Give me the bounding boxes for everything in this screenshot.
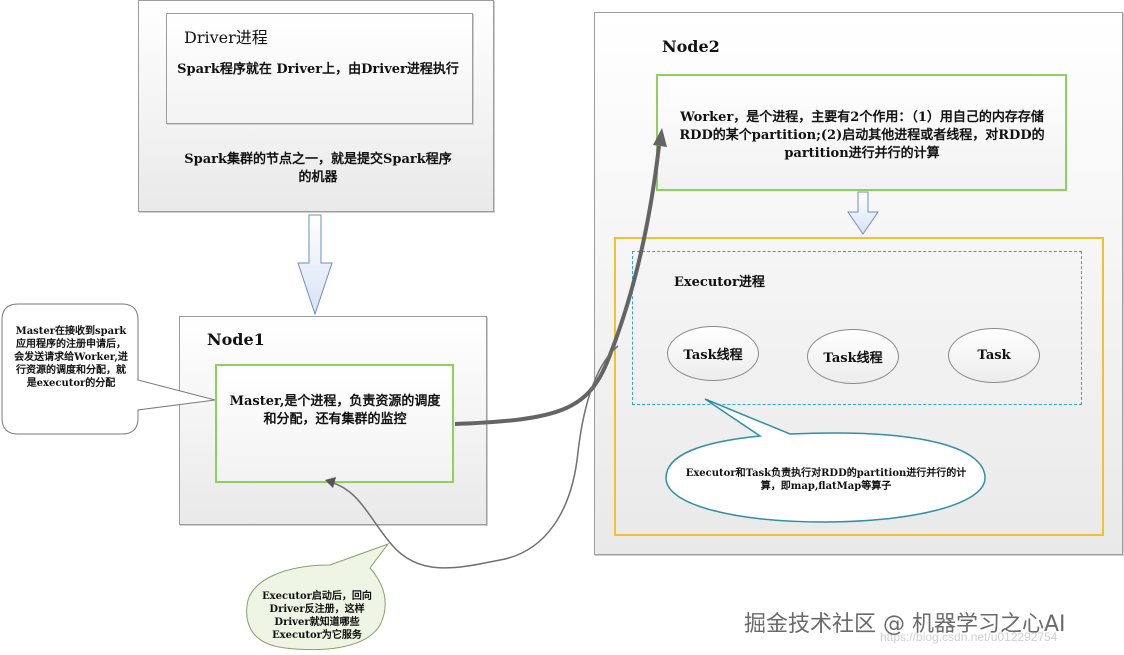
driver-process-text: Spark程序就在 Driver上，由Driver进程执行 bbox=[177, 62, 459, 77]
master-to-worker-arrowhead bbox=[653, 128, 667, 147]
driver-process-title: Driver进程 bbox=[184, 28, 268, 47]
executor-task-callout-shape bbox=[665, 398, 986, 523]
node2-title: Node2 bbox=[662, 37, 720, 56]
executor-register-callout-text: Executor启动后，回向 Driver反注册，这样Driver就知道哪些Ex… bbox=[262, 591, 372, 641]
master-callout-shape bbox=[1, 303, 216, 435]
task-3: Task bbox=[948, 328, 1040, 383]
master-process-text: Master,是个进程，负责资源的调度和分配，还有集群的监控 bbox=[229, 394, 441, 427]
node1-title: Node1 bbox=[207, 330, 265, 349]
worker-process-text: Worker，是个进程，主要有2个作用：（1）用自己的内存存储RDD的某个par… bbox=[679, 110, 1045, 161]
master-callout-text: Master在接收到spark应用程序的注册申请后，会发送请求给Worker,进… bbox=[14, 326, 128, 389]
executor-container-box bbox=[614, 237, 1104, 536]
driver-process-box bbox=[166, 13, 473, 124]
task-thread-2: Task线程 bbox=[807, 329, 899, 384]
master-process-box bbox=[215, 364, 454, 483]
executor-process-box bbox=[632, 251, 1082, 405]
watermark-main: 掘金技术社区 @ 机器学习之心AI bbox=[744, 612, 1066, 637]
worker-to-executor-arrow bbox=[847, 191, 879, 235]
executor-register-arrowhead bbox=[325, 477, 336, 488]
driver-to-node1-arrow bbox=[297, 214, 333, 316]
master-to-worker-arrow bbox=[454, 145, 661, 426]
task-thread-1: Task线程 bbox=[667, 326, 759, 381]
executor-process-title: Executor进程 bbox=[674, 275, 765, 290]
watermark-faint: https://blog.csdn.net/u012292754 bbox=[880, 630, 1058, 644]
driver-machine-text: Spark集群的节点之一，就是提交Spark程序的机器 bbox=[184, 152, 452, 185]
executor-register-connector bbox=[329, 345, 619, 569]
executor-register-callout-shape bbox=[246, 542, 390, 651]
worker-process-box bbox=[656, 74, 1067, 191]
executor-task-callout-text: Executor和Task负责执行对RDD的partition进行并行的计算，即… bbox=[685, 468, 967, 492]
